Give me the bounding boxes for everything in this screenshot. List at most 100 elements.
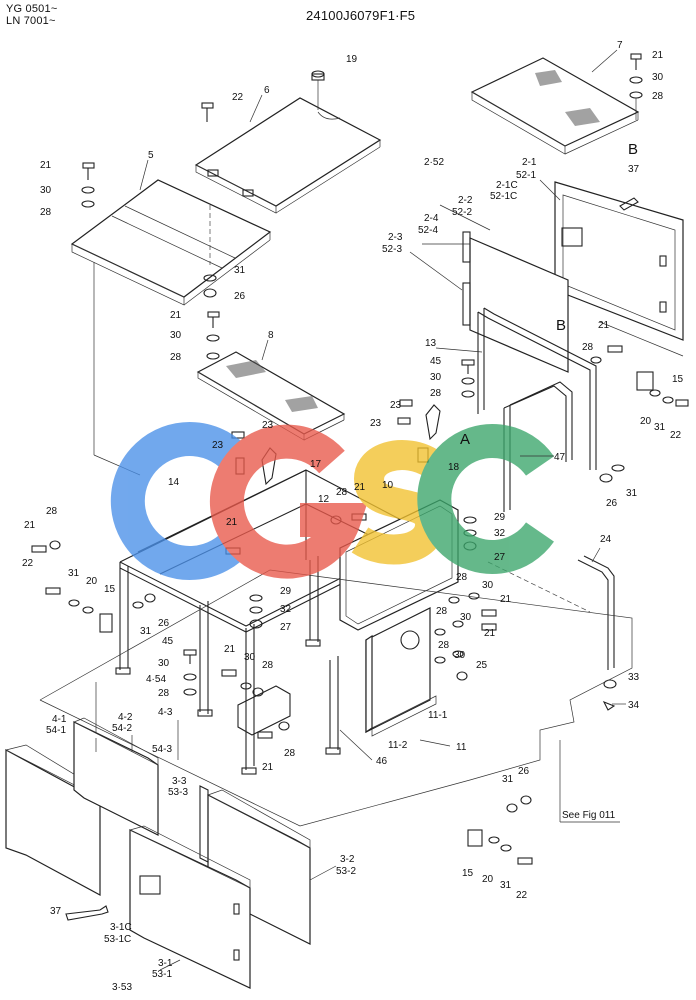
- svg-text:2-3: 2-3: [388, 232, 403, 243]
- svg-text:30: 30: [430, 372, 442, 383]
- cover-panel-7: [470, 57, 640, 155]
- svg-text:54-2: 54-2: [112, 723, 132, 734]
- svg-text:28: 28: [336, 487, 348, 498]
- serial-range-1: YG 0501~: [6, 3, 58, 15]
- bolt-stack-lower-centre: [221, 669, 264, 697]
- svg-text:2-1C: 2-1C: [496, 180, 518, 191]
- svg-text:28: 28: [170, 352, 182, 363]
- box-11: [365, 607, 437, 737]
- svg-text:28: 28: [262, 660, 274, 671]
- svg-text:34: 34: [628, 700, 640, 711]
- svg-text:29: 29: [494, 512, 506, 523]
- washer-stack-29-32-27: [249, 594, 263, 629]
- svg-text:8: 8: [268, 330, 274, 341]
- svg-text:19: 19: [346, 54, 358, 65]
- svg-text:21: 21: [484, 628, 496, 639]
- clip-37-top: [619, 197, 639, 211]
- door-panel-2-1: [554, 181, 684, 341]
- svg-text:28: 28: [430, 388, 442, 399]
- bolt-stack-b: [590, 345, 623, 364]
- svg-text:6: 6: [264, 85, 270, 96]
- svg-text:10: 10: [382, 480, 394, 491]
- bolt-22-top: [201, 102, 214, 122]
- svg-text:26: 26: [606, 498, 618, 509]
- tube-frame-13: [477, 307, 684, 512]
- serial-range-2: LN 7001~: [6, 15, 56, 27]
- bolt-stack-21-28-bottom: [257, 721, 290, 739]
- drawing-number: 24100J6079F1·F5: [306, 8, 416, 23]
- leader-lines: [95, 49, 626, 971]
- svg-text:32: 32: [494, 528, 506, 539]
- svg-text:4·54: 4·54: [146, 674, 166, 685]
- svg-text:28: 28: [438, 640, 450, 651]
- svg-text:26: 26: [158, 618, 170, 629]
- washer-31-26-left: [132, 593, 156, 609]
- svg-text:21: 21: [24, 520, 36, 531]
- svg-text:3·53: 3·53: [112, 982, 132, 993]
- svg-text:52-3: 52-3: [382, 244, 402, 255]
- svg-text:21: 21: [224, 644, 236, 655]
- bolt-21-left: [31, 540, 61, 553]
- svg-text:30: 30: [454, 650, 466, 661]
- bolt-stack-8: [206, 311, 220, 360]
- svg-text:A: A: [460, 431, 470, 448]
- svg-text:11: 11: [456, 742, 467, 753]
- svg-text:23: 23: [370, 418, 382, 429]
- cover-panel-8: [196, 351, 346, 441]
- bolt-stack-top-right: [629, 53, 643, 120]
- svg-text:21: 21: [40, 160, 52, 171]
- bracket-15-left: [45, 587, 113, 633]
- svg-text:23: 23: [262, 420, 274, 431]
- svg-text:33: 33: [628, 672, 640, 683]
- svg-text:23: 23: [390, 400, 402, 411]
- svg-text:26: 26: [518, 766, 530, 777]
- svg-text:20: 20: [482, 874, 494, 885]
- svg-text:21: 21: [652, 50, 664, 61]
- svg-text:22: 22: [670, 430, 682, 441]
- bolt-stack-45: [183, 649, 197, 696]
- hardware-cluster-10: [434, 592, 497, 681]
- cover-panel-6: [194, 97, 382, 214]
- svg-text:15: 15: [104, 584, 116, 595]
- svg-text:24: 24: [600, 534, 612, 545]
- svg-text:2-1: 2-1: [522, 157, 537, 168]
- svg-text:52-1C: 52-1C: [490, 191, 517, 202]
- watermark-letter-g-red: [209, 424, 368, 579]
- svg-text:54-3: 54-3: [152, 744, 172, 755]
- svg-text:4-1: 4-1: [52, 714, 67, 725]
- svg-text:53-1C: 53-1C: [104, 934, 131, 945]
- svg-text:5: 5: [148, 150, 154, 161]
- svg-text:18: 18: [448, 462, 460, 473]
- svg-text:47: 47: [554, 452, 566, 463]
- see-fig-reference: See Fig 011: [562, 810, 616, 821]
- svg-text:31: 31: [500, 880, 512, 891]
- svg-text:7: 7: [617, 40, 623, 51]
- svg-text:20: 20: [640, 416, 652, 427]
- svg-text:20: 20: [86, 576, 98, 587]
- svg-text:3-3: 3-3: [172, 776, 187, 787]
- svg-text:13: 13: [425, 338, 437, 349]
- svg-text:14: 14: [168, 477, 180, 488]
- watermark-letter-c-blue: [110, 422, 252, 580]
- svg-text:2-4: 2-4: [424, 213, 439, 224]
- cgsc-watermark: [110, 422, 554, 580]
- svg-text:3-2: 3-2: [340, 854, 355, 865]
- bolt-stack-13: [461, 359, 475, 398]
- svg-text:26: 26: [234, 291, 246, 302]
- svg-text:11-1: 11-1: [428, 710, 448, 721]
- svg-text:21: 21: [226, 517, 238, 528]
- svg-text:22: 22: [22, 558, 34, 569]
- svg-text:28: 28: [652, 91, 664, 102]
- svg-text:46: 46: [376, 756, 388, 767]
- svg-text:53-1: 53-1: [152, 969, 172, 980]
- svg-text:21: 21: [598, 320, 610, 331]
- side-panel-2-2: [462, 231, 569, 373]
- svg-text:45: 45: [430, 356, 442, 367]
- svg-text:28: 28: [158, 688, 170, 699]
- svg-text:31: 31: [626, 488, 638, 499]
- svg-text:21: 21: [500, 594, 512, 605]
- svg-text:28: 28: [40, 207, 52, 218]
- svg-text:22: 22: [232, 92, 244, 103]
- svg-text:21: 21: [170, 310, 182, 321]
